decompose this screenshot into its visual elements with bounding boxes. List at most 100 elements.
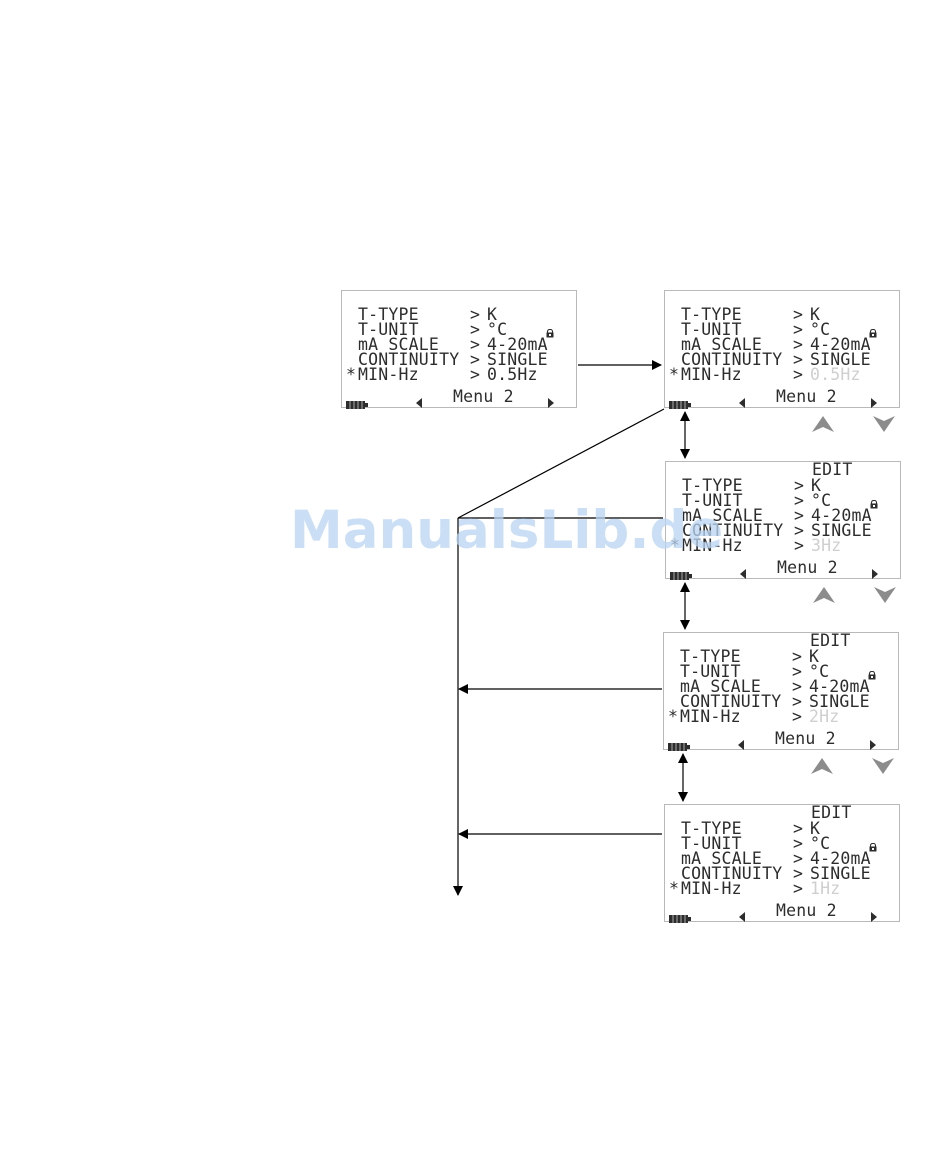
menu-page-label: Menu 2 xyxy=(777,558,838,577)
battery-icon xyxy=(669,908,691,923)
menu-row: T-TYPE > K xyxy=(346,305,572,324)
menu-row-value: °C xyxy=(810,320,831,339)
menu-row: CONTINUITY>SINGLE xyxy=(669,864,895,883)
menu-page-label: Menu 2 xyxy=(453,387,514,406)
edit-indicator: EDIT xyxy=(810,631,851,650)
menu-row-value: K xyxy=(810,819,821,838)
menu-row-separator: > xyxy=(470,305,481,324)
lock-icon xyxy=(868,667,876,680)
menu-row-label: T-UNIT xyxy=(358,320,419,339)
triangle-left-icon xyxy=(738,735,744,754)
triangle-right-icon xyxy=(548,393,554,412)
menu-row-separator: > xyxy=(793,879,804,898)
selection-marker: * xyxy=(670,536,681,555)
menu-row: CONTINUITY>SINGLE xyxy=(670,521,896,540)
up-arrow-key-icon xyxy=(811,758,833,779)
menu-row: T-UNIT>°C xyxy=(669,320,895,339)
menu-row-label: mA SCALE xyxy=(680,677,762,696)
menu-row: mA SCALE>4-20mA xyxy=(669,849,895,868)
menu-row-value: K xyxy=(811,476,822,495)
menu-row-label: T-TYPE xyxy=(680,647,741,666)
menu-row-separator: > xyxy=(792,662,803,681)
menu-row-separator: > xyxy=(794,491,805,510)
min-hz-value: 0.5Hz xyxy=(487,365,538,384)
menu-row-label: CONTINUITY xyxy=(681,350,783,369)
menu-row-separator: > xyxy=(470,335,481,354)
menu-row-separator: > xyxy=(794,521,805,540)
menu-row-label: T-TYPE xyxy=(682,476,743,495)
menu-row-separator: > xyxy=(793,864,804,883)
menu-row-value: SINGLE xyxy=(487,350,548,369)
menu-row-separator: > xyxy=(793,305,804,324)
menu-row: T-TYPE>K xyxy=(670,476,896,495)
lcd-footer: Menu 2 xyxy=(667,901,897,923)
menu-row: *MIN-Hz>2Hz xyxy=(668,707,894,726)
menu-row: T-TYPE>K xyxy=(669,819,895,838)
down-arrow-key-icon xyxy=(872,758,894,779)
menu-row-label: T-UNIT xyxy=(682,491,743,510)
menu-row-value: °C xyxy=(810,834,831,853)
down-arrow-key-icon xyxy=(873,416,895,437)
menu-row-label: MIN-Hz xyxy=(358,365,419,384)
menu-row-separator: > xyxy=(793,365,804,384)
edit-indicator: EDIT xyxy=(812,460,853,479)
lcd-footer: Menu 2 xyxy=(344,387,574,409)
menu-row-separator: > xyxy=(793,320,804,339)
menu-row-separator: > xyxy=(794,506,805,525)
menu-row-value: K xyxy=(487,305,498,324)
battery-icon xyxy=(346,394,368,409)
menu-row-value: 4-20mA xyxy=(810,849,871,868)
watermark: ManualsLib.de xyxy=(290,500,724,561)
menu-row: CONTINUITY>SINGLE xyxy=(668,693,894,710)
min-hz-value: 0.5Hz xyxy=(810,365,861,384)
battery-icon xyxy=(668,736,690,751)
menu-row: CONTINUITY>SINGLE xyxy=(669,350,895,369)
menu-row-separator: > xyxy=(792,677,803,696)
menu-row-label: T-UNIT xyxy=(680,662,741,681)
up-arrow-key-icon xyxy=(813,587,835,608)
lcd-footer: Menu 2 xyxy=(666,729,896,751)
up-arrow-key-icon xyxy=(812,416,834,437)
lcd-footer: Menu 2 xyxy=(667,388,897,409)
menu-row-label: T-TYPE xyxy=(681,819,742,838)
menu-row-label: T-TYPE xyxy=(681,305,742,324)
menu-row-value: SINGLE xyxy=(811,521,872,540)
menu-row-value: °C xyxy=(809,662,830,681)
menu-row: T-TYPE>K xyxy=(669,305,895,324)
menu-row-separator: > xyxy=(794,536,805,555)
menu-row-label: T-UNIT xyxy=(681,834,742,853)
menu-row: mA SCALE>4-20mA xyxy=(346,335,572,354)
menu-row-label: mA SCALE xyxy=(681,335,763,354)
menu-row: mA SCALE>4-20mA xyxy=(669,335,895,354)
lock-icon xyxy=(546,325,554,338)
menu-row-value: 4-20mA xyxy=(809,677,870,696)
triangle-left-icon xyxy=(740,564,746,583)
menu-row: CONTINUITY>SINGLE xyxy=(346,350,572,369)
menu-row-separator: > xyxy=(470,350,481,369)
down-arrow-key-icon xyxy=(874,587,896,608)
menu-row-label: MIN-Hz xyxy=(681,879,742,898)
menu-page-label: Menu 2 xyxy=(776,901,837,920)
menu-row-label: T-TYPE xyxy=(358,305,419,324)
menu-row: *MIN-Hz>0.5Hz xyxy=(669,365,895,384)
lock-icon xyxy=(869,325,877,338)
triangle-left-icon xyxy=(739,393,745,412)
selection-marker: * xyxy=(669,365,680,384)
triangle-right-icon xyxy=(871,393,877,412)
menu-row: mA SCALE>4-20mA xyxy=(670,506,896,525)
triangle-left-icon xyxy=(416,393,422,412)
menu-row-value: °C xyxy=(811,491,832,510)
menu-row-separator: > xyxy=(470,320,481,339)
selection-marker: * xyxy=(668,707,679,726)
triangle-right-icon xyxy=(871,907,877,926)
menu-row-value: 4-20mA xyxy=(487,335,548,354)
menu-row: *MIN-Hz>1Hz xyxy=(669,879,895,898)
menu-page-label: Menu 2 xyxy=(775,729,836,748)
lcd-footer: Menu 2 xyxy=(668,558,898,580)
